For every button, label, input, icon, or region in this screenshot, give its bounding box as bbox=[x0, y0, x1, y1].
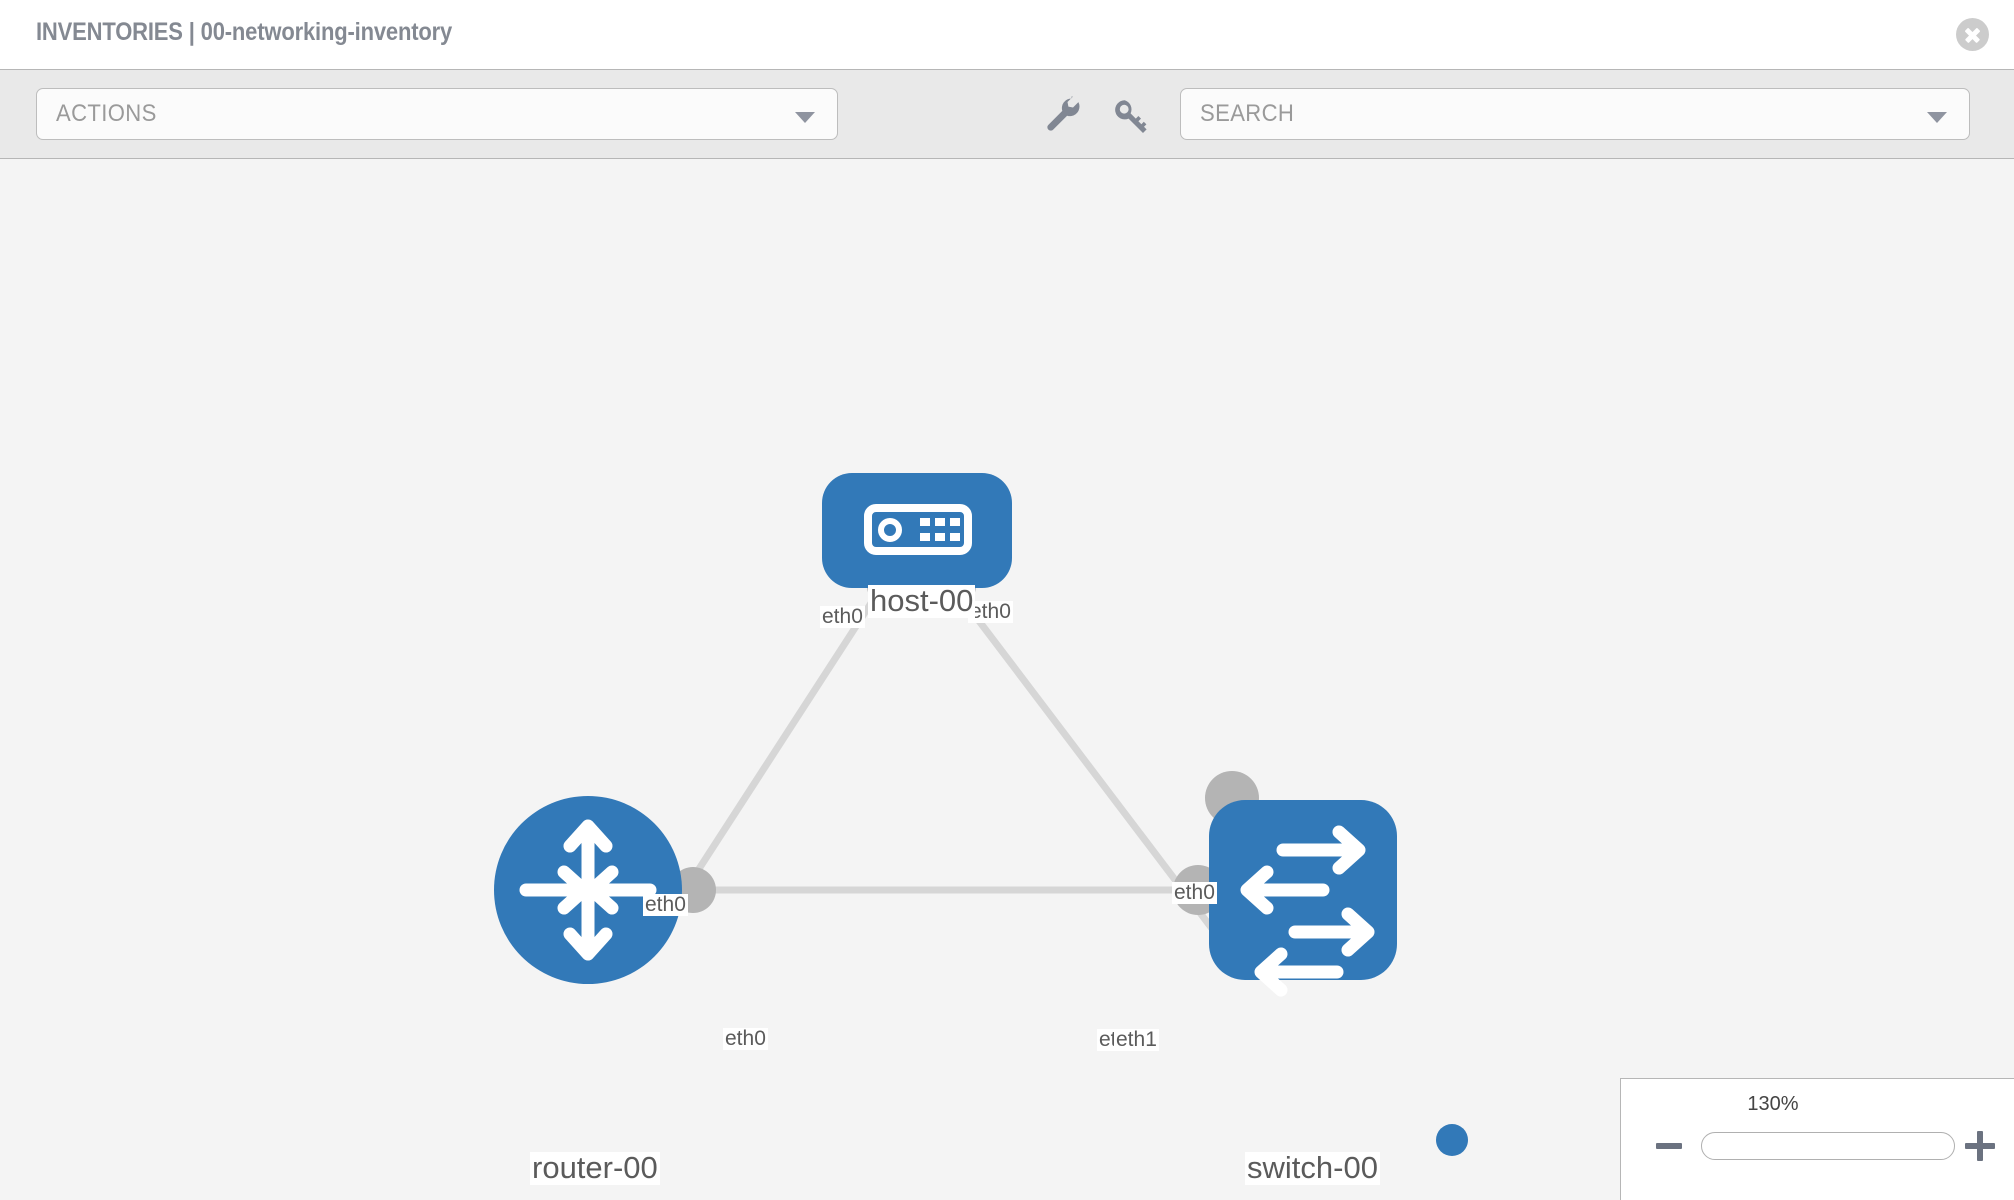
chevron-down-icon bbox=[795, 112, 815, 123]
node-label-router-00: router-00 bbox=[530, 1150, 660, 1185]
zoom-level-label: 130% bbox=[1747, 1093, 1799, 1115]
node-switch-00[interactable] bbox=[1209, 800, 1397, 997]
node-host-00[interactable] bbox=[822, 473, 1012, 588]
zoom-slider-thumb[interactable] bbox=[1436, 1124, 1468, 1156]
interface-label: eth0 bbox=[1172, 881, 1217, 905]
node-label-host-00: host-00 bbox=[868, 583, 976, 618]
chevron-down-icon bbox=[1927, 112, 1947, 123]
toolbar: ACTIONS SEARCH bbox=[0, 69, 2014, 159]
node-router-00[interactable] bbox=[494, 796, 682, 984]
interface-label: eth1 bbox=[1114, 1028, 1159, 1052]
switch-arrows-icon bbox=[1240, 825, 1375, 997]
topology-canvas[interactable]: eth0 eth0 host-00 eth0 eth0 eth0 eth0 et… bbox=[0, 160, 2014, 1200]
topology-graph bbox=[494, 473, 1397, 997]
close-icon[interactable] bbox=[1956, 18, 1989, 51]
wrench-icon[interactable] bbox=[1038, 90, 1086, 138]
interface-label: eth0 bbox=[968, 600, 1013, 624]
zoom-slider[interactable] bbox=[1701, 1132, 1955, 1160]
interface-label: eth0 bbox=[643, 893, 688, 917]
page-header: INVENTORIES | 00-networking-inventory bbox=[0, 0, 2014, 69]
interface-label: eth0 bbox=[723, 1027, 768, 1051]
actions-dropdown[interactable]: ACTIONS bbox=[36, 88, 838, 140]
zoom-control-panel: 130% bbox=[1620, 1078, 2014, 1200]
interface-label: eth0 bbox=[820, 605, 865, 629]
search-placeholder: SEARCH bbox=[1200, 100, 1295, 127]
search-input[interactable]: SEARCH bbox=[1180, 88, 1970, 140]
actions-dropdown-label: ACTIONS bbox=[56, 100, 157, 127]
server-icon bbox=[864, 504, 972, 555]
zoom-in-button[interactable] bbox=[1965, 1131, 1995, 1161]
page-title: INVENTORIES | 00-networking-inventory bbox=[36, 18, 453, 46]
node-label-switch-00: switch-00 bbox=[1245, 1150, 1380, 1185]
router-arrows-icon bbox=[519, 819, 657, 961]
zoom-out-button[interactable] bbox=[1656, 1143, 1682, 1149]
key-icon[interactable] bbox=[1106, 90, 1154, 138]
